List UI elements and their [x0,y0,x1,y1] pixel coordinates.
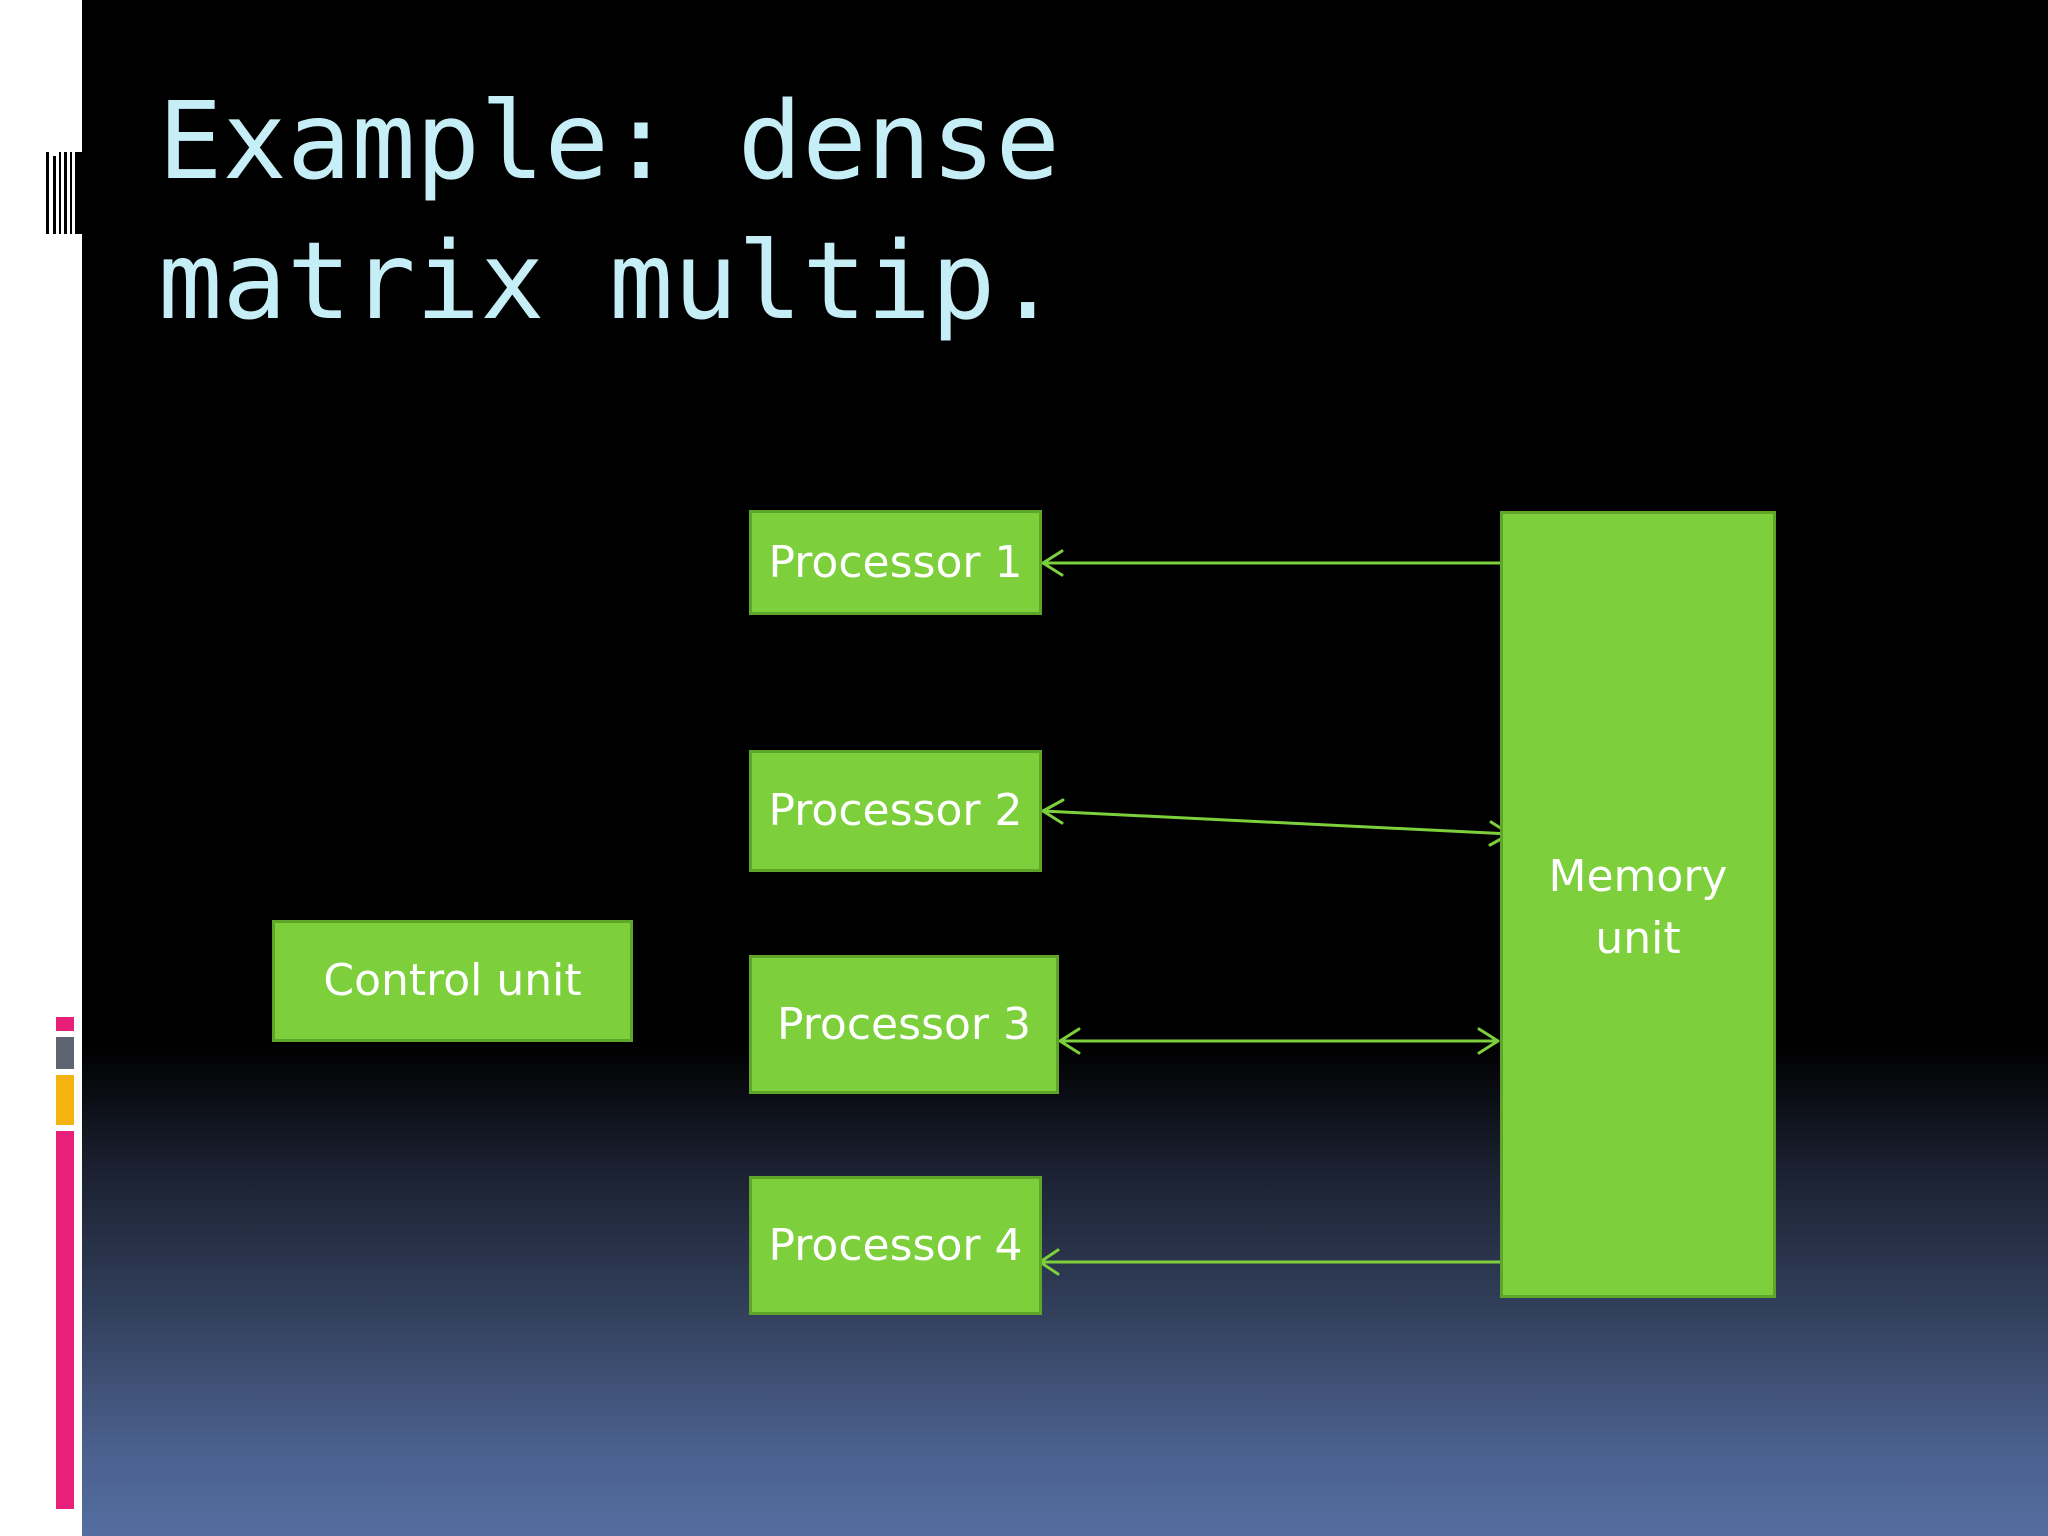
processor-4-box: Processor 4 [749,1176,1042,1315]
accent-bar-yellow [56,1075,74,1125]
accent-bar-pink-top [56,1017,74,1031]
processor-1-label: Processor 1 [768,536,1023,588]
processor-2-box: Processor 2 [749,750,1042,872]
left-margin-strip [0,0,82,1536]
control-unit-label: Control unit [323,955,582,1006]
accent-bar-pink-bottom [56,1131,74,1509]
processor-4-label: Processor 4 [768,1219,1023,1271]
barcode-mark-icon [46,152,82,234]
control-unit-box: Control unit [272,920,633,1042]
processor-1-box: Processor 1 [749,510,1042,615]
accent-bar-gray [56,1037,74,1069]
slide-title: Example: dense matrix multip. [158,80,1060,344]
processor-3-label: Processor 3 [777,998,1031,1050]
processor-3-box: Processor 3 [749,955,1059,1094]
processor-2-label: Processor 2 [768,785,1023,836]
memory-unit-label: Memory unit [1548,851,1728,964]
memory-unit-box: Memory unit [1500,511,1776,1298]
